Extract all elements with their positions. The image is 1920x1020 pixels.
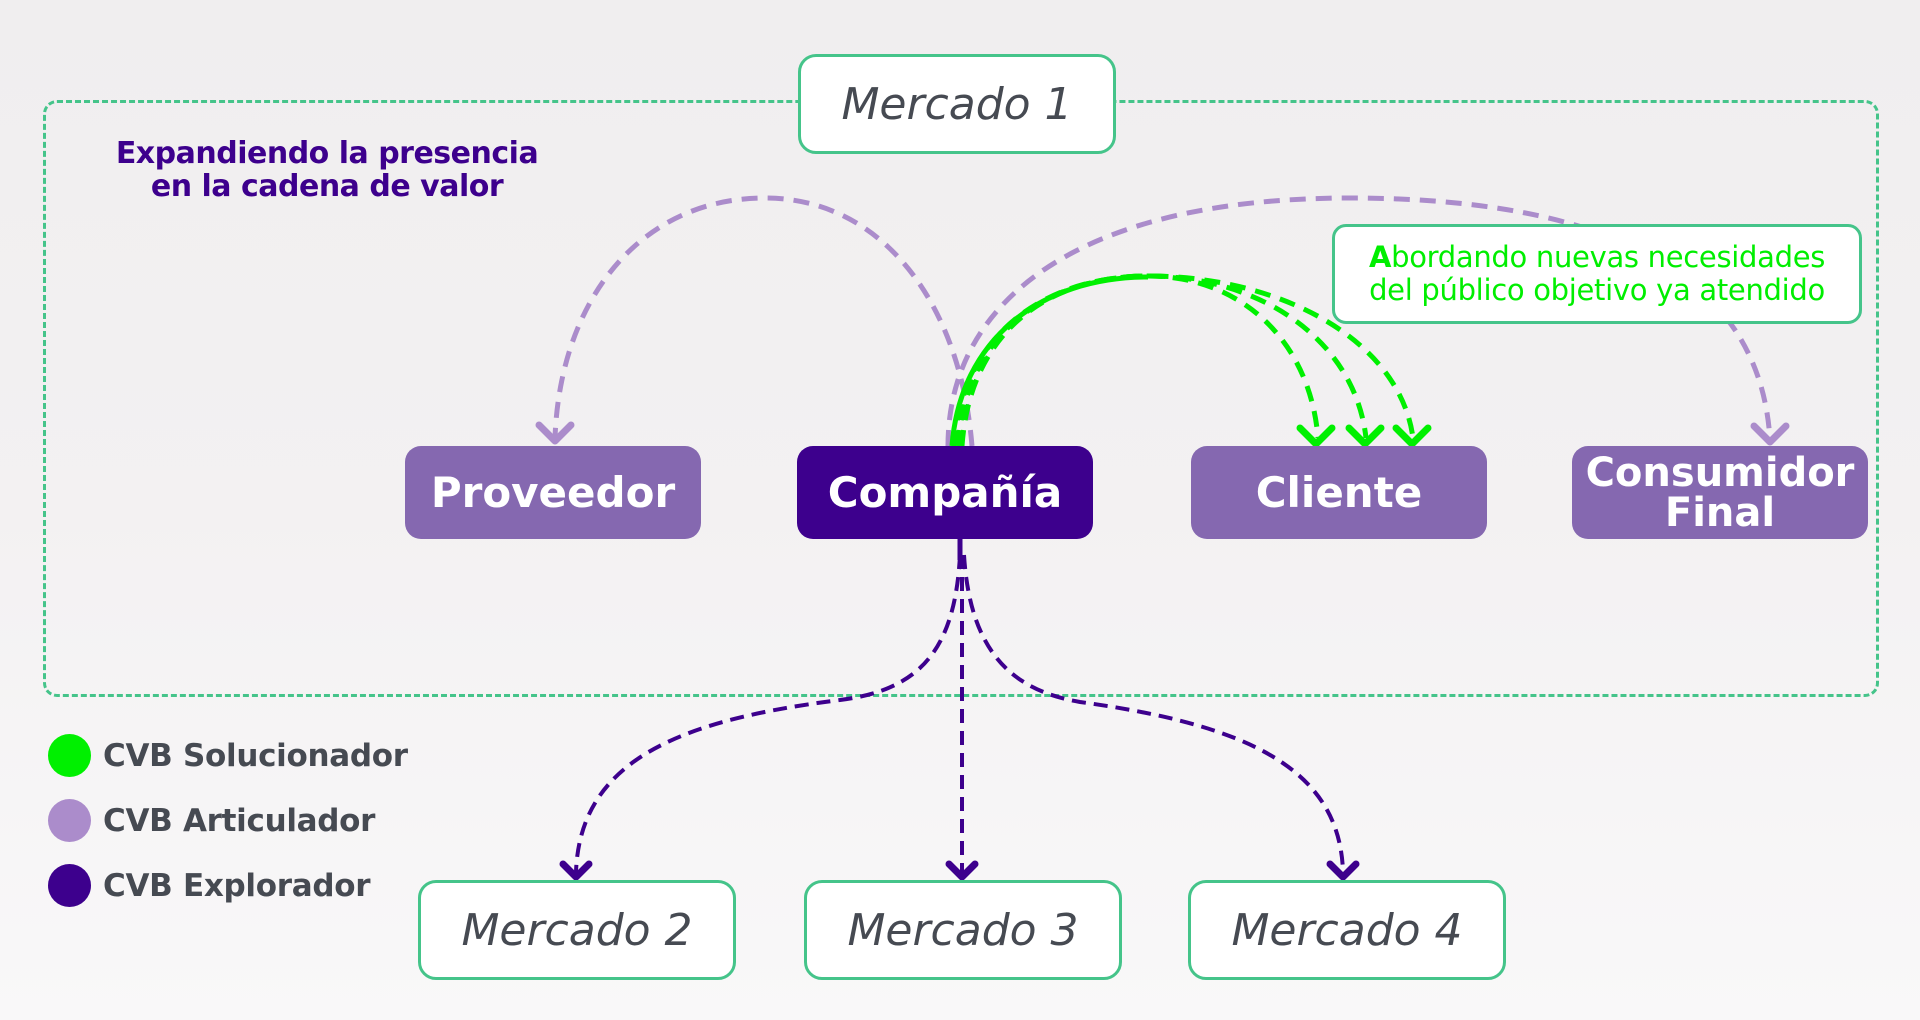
arrowhead-market-2-icon bbox=[559, 860, 593, 881]
arrowhead-supplier-icon bbox=[535, 421, 575, 445]
market-1-box: Mercado 1 bbox=[798, 54, 1116, 154]
market-4-box: Mercado 4 bbox=[1188, 880, 1506, 980]
end-consumer-label-line-2: Final bbox=[1664, 489, 1776, 536]
annotation-line-1-rest: bordando nuevas necesidades bbox=[1391, 240, 1826, 274]
heading-line-2: en la cadena de valor bbox=[150, 169, 504, 204]
annotation-line-1: Abordando nuevas necesidades bbox=[1369, 241, 1825, 274]
edge-company-to-client-1 bbox=[951, 273, 1321, 447]
market-1-label: Mercado 1 bbox=[841, 78, 1073, 130]
company-node[interactable]: Compañía bbox=[797, 446, 1093, 539]
supplier-label: Proveedor bbox=[430, 467, 676, 517]
market-2-label: Mercado 2 bbox=[461, 904, 693, 956]
edge-company-to-client-2 bbox=[955, 273, 1369, 447]
client-node[interactable]: Cliente bbox=[1191, 446, 1487, 539]
solucionador-annotation: Abordando nuevas necesidades del público… bbox=[1332, 224, 1862, 324]
arrowhead-client-1-icon bbox=[1296, 424, 1336, 448]
market-2-box: Mercado 2 bbox=[418, 880, 736, 980]
end-consumer-node[interactable]: Consumidor Final bbox=[1572, 446, 1868, 539]
arrowhead-client-2-icon bbox=[1345, 424, 1385, 448]
annotation-line-2: del público objetivo ya atendido bbox=[1369, 273, 1825, 307]
client-label: Cliente bbox=[1255, 467, 1423, 517]
arrowhead-end-consumer-icon bbox=[1750, 422, 1790, 446]
market-3-label: Mercado 3 bbox=[847, 904, 1079, 956]
heading-line-1: Expandiendo la presencia bbox=[115, 136, 539, 171]
legend-dot-articulador-icon bbox=[48, 799, 91, 842]
legend-label-explorador: CVB Explorador bbox=[103, 867, 371, 904]
arrowhead-market-3-icon bbox=[945, 860, 979, 881]
legend-item-articulador: CVB Articulador bbox=[48, 788, 408, 853]
arrowhead-market-4-icon bbox=[1326, 860, 1360, 881]
edge-company-to-market-2 bbox=[574, 554, 962, 873]
market-3-box: Mercado 3 bbox=[804, 880, 1122, 980]
supplier-node[interactable]: Proveedor bbox=[405, 446, 701, 539]
legend-label-articulador: CVB Articulador bbox=[103, 802, 376, 839]
edge-company-to-market-4 bbox=[962, 554, 1345, 873]
annotation-initial: A bbox=[1368, 240, 1392, 274]
edge-company-to-client-3 bbox=[959, 273, 1416, 447]
legend-dot-explorador-icon bbox=[48, 864, 91, 907]
legend: CVB Solucionador CVB Articulador CVB Exp… bbox=[48, 723, 408, 918]
legend-label-solucionador: CVB Solucionador bbox=[103, 737, 408, 774]
company-label: Compañía bbox=[827, 467, 1063, 517]
market-4-label: Mercado 4 bbox=[1231, 904, 1463, 956]
edge-company-to-supplier bbox=[552, 195, 975, 447]
legend-item-solucionador: CVB Solucionador bbox=[48, 723, 408, 788]
legend-item-explorador: CVB Explorador bbox=[48, 853, 408, 918]
arrowhead-client-3-icon bbox=[1392, 424, 1432, 448]
legend-dot-solucionador-icon bbox=[48, 734, 91, 777]
end-consumer-label-line-1: Consumidor bbox=[1585, 449, 1855, 496]
value-chain-heading: Expandiendo la presencia en la cadena de… bbox=[92, 137, 562, 203]
